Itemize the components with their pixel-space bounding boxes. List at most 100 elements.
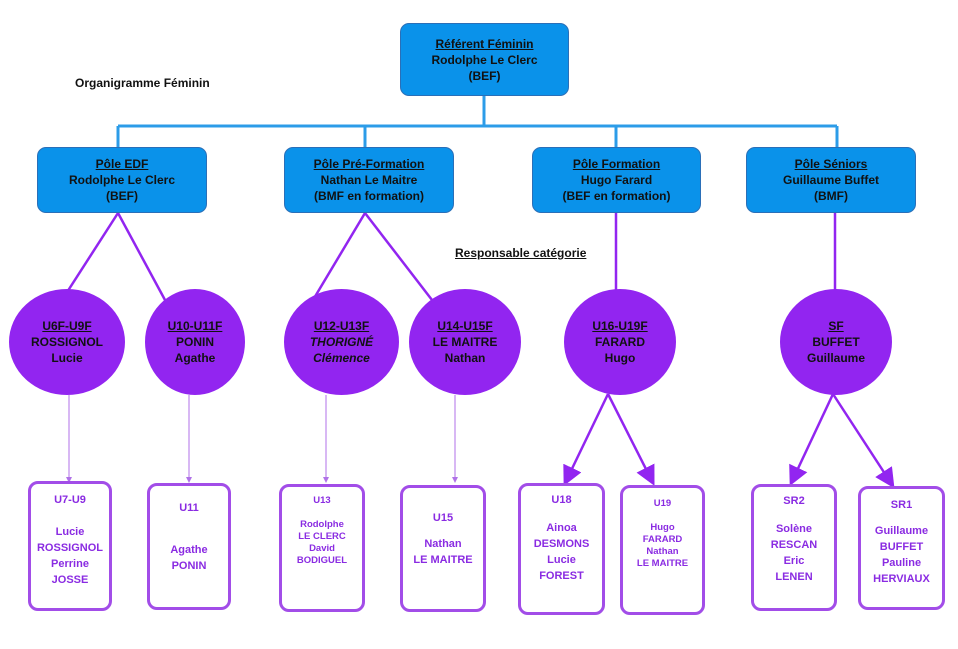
- category-last-name: FARARD: [595, 335, 645, 349]
- team-line: LE CLERC: [298, 531, 346, 542]
- team-title: U13: [313, 495, 331, 506]
- arrow-u18: [563, 393, 610, 487]
- team-line: LENEN: [775, 571, 813, 583]
- team-title: SR1: [890, 499, 913, 511]
- pole-title: Pôle Formation: [572, 157, 661, 171]
- pole-name: Rodolphe Le Clerc: [68, 173, 175, 187]
- team-line: LE MAITRE: [636, 558, 689, 569]
- edf-to-u6: [60, 212, 120, 301]
- pole-name: Hugo Farard: [580, 173, 653, 187]
- team-card-u11: U11 Agathe PONIN: [147, 483, 231, 610]
- category-first-name: Guillaume: [806, 351, 865, 365]
- pole-name: Guillaume Buffet: [782, 173, 879, 187]
- team-line: JOSSE: [51, 574, 89, 586]
- responsable-label: Responsable catégorie: [455, 246, 587, 260]
- referent-title: Référent Féminin: [435, 36, 534, 51]
- team-line: LE MAITRE: [413, 554, 473, 566]
- team-card-u18: U18 Ainoa DESMONS Lucie FOREST: [518, 483, 605, 615]
- referent-diploma: (BEF): [468, 68, 501, 83]
- team-line: HERVIAUX: [873, 573, 930, 585]
- team-line: BUFFET: [879, 541, 924, 553]
- team-line: David: [309, 543, 335, 554]
- team-line: Pauline: [881, 557, 922, 569]
- category-last-name: THORIGNÉ: [309, 335, 374, 349]
- category-title: U10-U11F: [167, 319, 223, 333]
- referent-box: Référent Féminin Rodolphe Le Clerc (BEF): [400, 23, 569, 96]
- team-line: Hugo: [650, 522, 675, 533]
- arrow-sr1: [831, 393, 895, 489]
- category-last-name: PONIN: [175, 335, 214, 349]
- category-first-name: Lucie: [51, 351, 83, 365]
- category-u6-u9f: U6F-U9F ROSSIGNOL Lucie: [9, 289, 125, 395]
- category-u16-u19f: U16-U19F FARARD Hugo: [564, 289, 676, 395]
- team-line: Nathan: [424, 538, 462, 550]
- team-line: Nathan: [646, 546, 679, 557]
- team-card-u7-u9: U7-U9 Lucie ROSSIGNOL Perrine JOSSE: [28, 481, 112, 611]
- team-line: FOREST: [539, 570, 584, 582]
- category-title: U16-U19F: [592, 319, 648, 333]
- blue-connectors: [116, 96, 839, 148]
- team-card-sr2: SR2 Solène RESCAN Eric LENEN: [751, 484, 837, 611]
- arrow-u19: [606, 393, 655, 486]
- team-card-sr1: SR1 Guillaume BUFFET Pauline HERVIAUX: [858, 486, 945, 610]
- team-title: U7-U9: [54, 494, 86, 506]
- team-line: Guillaume: [874, 525, 929, 537]
- category-title: SF: [828, 319, 844, 333]
- category-first-name: Hugo: [604, 351, 636, 365]
- category-first-name: Clémence: [313, 351, 370, 365]
- edf-to-u10: [116, 212, 167, 301]
- team-line: RESCAN: [770, 539, 818, 551]
- team-line: Solène: [775, 523, 813, 535]
- pre-to-u12: [308, 212, 367, 306]
- category-u12-u13f: U12-U13F THORIGNÉ Clémence: [284, 289, 399, 395]
- pole-seniors-box: Pôle Séniors Guillaume Buffet (BMF): [746, 147, 916, 213]
- team-line: PONIN: [171, 560, 207, 572]
- team-line: Rodolphe: [300, 519, 344, 530]
- category-last-name: BUFFET: [812, 335, 860, 349]
- team-card-u15: U15 Nathan LE MAITRE: [400, 485, 486, 612]
- team-line: BODIGUEL: [296, 555, 348, 566]
- category-title: U6F-U9F: [42, 319, 92, 333]
- pole-edf-box: Pôle EDF Rodolphe Le Clerc (BEF): [37, 147, 207, 213]
- team-title: U18: [551, 494, 572, 506]
- team-line: Eric: [783, 555, 805, 567]
- team-title: SR2: [783, 495, 805, 507]
- arrow-sr2: [789, 393, 835, 487]
- team-card-u13: U13 Rodolphe LE CLERC David BODIGUEL: [279, 484, 365, 612]
- pre-to-u14: [364, 212, 433, 301]
- referent-name: Rodolphe Le Clerc: [431, 52, 538, 67]
- team-line: Perrine: [51, 558, 89, 570]
- team-line: Lucie: [55, 526, 85, 538]
- pole-title: Pôle Séniors: [794, 157, 868, 171]
- pole-name: Nathan Le Maitre: [320, 173, 418, 187]
- pole-diploma: (BEF): [106, 189, 138, 203]
- category-sf: SF BUFFET Guillaume: [780, 289, 892, 395]
- pole-title: Pôle Pré-Formation: [313, 157, 425, 171]
- team-line: Ainoa: [546, 522, 577, 534]
- team-line: ROSSIGNOL: [36, 542, 103, 554]
- team-title: U15: [432, 512, 454, 524]
- category-u10-u11f: U10-U11F PONIN Agathe: [145, 289, 245, 395]
- pole-diploma: (BMF en formation): [314, 189, 424, 203]
- thick-arrows: [563, 393, 895, 489]
- team-line: DESMONS: [533, 538, 590, 550]
- team-line: Agathe: [170, 544, 208, 556]
- thin-arrows: [66, 395, 458, 483]
- pole-title: Pôle EDF: [95, 157, 149, 171]
- page-title: Organigramme Féminin: [75, 76, 210, 90]
- category-last-name: ROSSIGNOL: [30, 335, 103, 349]
- team-line: Lucie: [547, 554, 576, 566]
- pole-diploma: (BMF): [814, 189, 848, 203]
- category-title: U14-U15F: [437, 319, 493, 333]
- team-line: FARARD: [642, 534, 683, 545]
- pole-diploma: (BEF en formation): [562, 189, 671, 203]
- pole-preformation-box: Pôle Pré-Formation Nathan Le Maitre (BMF…: [284, 147, 454, 213]
- category-first-name: Nathan: [444, 351, 486, 365]
- category-title: U12-U13F: [313, 319, 370, 333]
- team-title: U11: [179, 502, 199, 514]
- team-title: U19: [653, 498, 672, 509]
- category-first-name: Agathe: [174, 351, 216, 365]
- category-u14-u15f: U14-U15F LE MAITRE Nathan: [409, 289, 521, 395]
- team-card-u19: U19 Hugo FARARD Nathan LE MAITRE: [620, 485, 705, 615]
